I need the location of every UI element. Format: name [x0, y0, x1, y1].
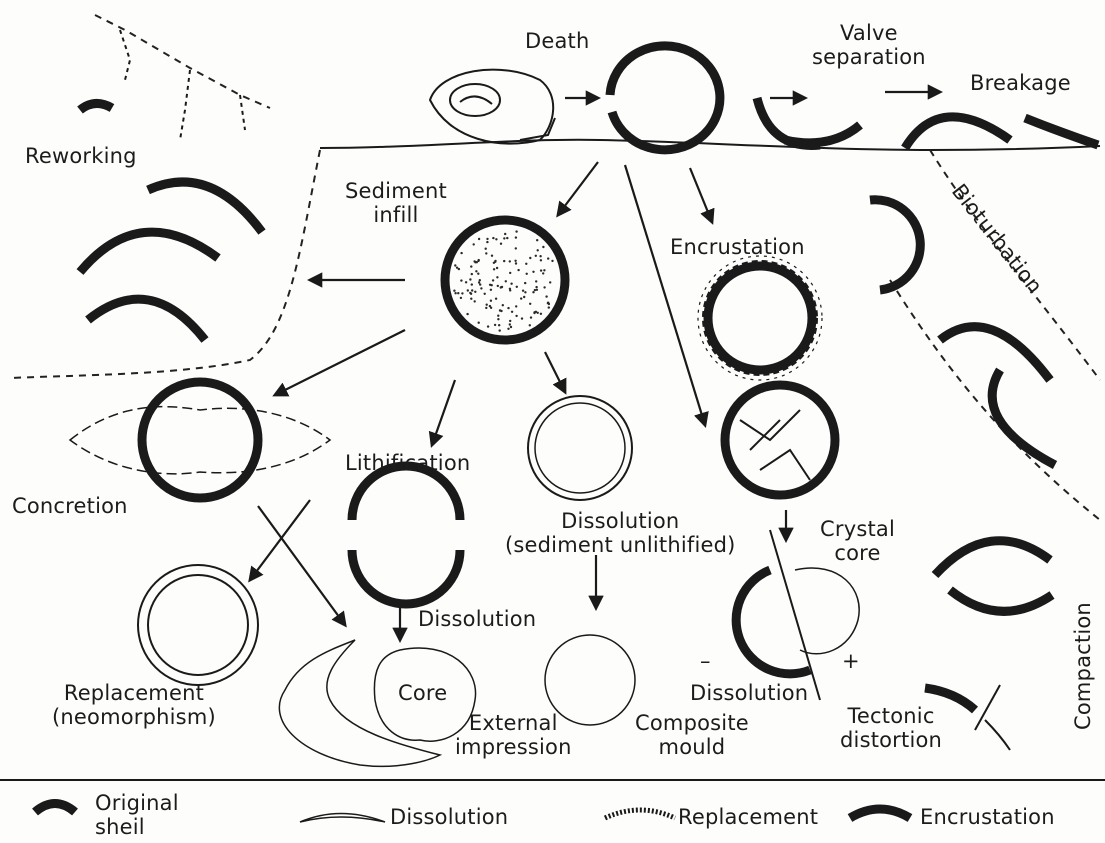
- valve-separation-shells: [757, 98, 860, 145]
- replacement-shell: [138, 565, 258, 685]
- top-arrows: [275, 92, 940, 445]
- label-crystal-core: Crystal core: [820, 518, 895, 565]
- legend-dissolution-icon: [300, 814, 385, 823]
- legend-encrustation-icon: [850, 809, 910, 818]
- label-composite-mould: Composite mould: [635, 712, 749, 759]
- label-compaction: Compaction: [1072, 602, 1096, 730]
- label-valve-separation: Valve separation: [812, 22, 926, 69]
- legend-dissolution-label: Dissolution: [390, 806, 508, 830]
- label-concretion: Concretion: [12, 495, 128, 519]
- label-lithification: Lithification: [345, 452, 470, 476]
- legend-replacement-icon: [605, 810, 675, 818]
- legend-replacement-label: Replacement: [678, 806, 818, 830]
- label-minus: –: [700, 650, 711, 674]
- sediment-infill-shell: [445, 220, 565, 340]
- label-dissolution-unlithified: Dissolution (sediment unlithified): [505, 510, 736, 557]
- label-external-impression: External impression: [455, 712, 572, 759]
- label-plus: +: [842, 650, 860, 674]
- legend-encrustation-label: Encrustation: [920, 806, 1055, 830]
- lithification-shell: [352, 466, 460, 604]
- label-dissolution-right: Dissolution: [690, 682, 808, 706]
- label-tectonic-distortion: Tectonic distortion: [840, 705, 942, 752]
- label-dissolution-mid: Dissolution: [418, 608, 536, 632]
- legend-original-shell-icon: [35, 804, 75, 813]
- concretion-shell: [70, 382, 330, 498]
- dissolution-unlithified-shell: [528, 396, 632, 500]
- label-breakage: Breakage: [970, 72, 1071, 96]
- legend-original-shell-label: Original sheil: [95, 792, 179, 839]
- death-shell: [610, 46, 720, 150]
- compaction-shell: [935, 541, 1052, 612]
- crystal-infill-shell: [725, 385, 835, 495]
- label-reworking: Reworking: [25, 145, 137, 169]
- label-sediment-infill: Sediment infill: [345, 180, 447, 227]
- reworking-shells: [80, 15, 270, 340]
- label-death: Death: [525, 30, 590, 54]
- dead-clam: [430, 70, 555, 144]
- sediment-surface: [10, 140, 1100, 520]
- label-encrustation: Encrustation: [670, 236, 805, 260]
- label-core: Core: [398, 682, 447, 706]
- bioturbation-shells: [870, 200, 1055, 465]
- breakage-shells: [905, 117, 1098, 148]
- encrustation-shell: [698, 256, 822, 380]
- label-replacement: Replacement (neomorphism): [52, 682, 216, 729]
